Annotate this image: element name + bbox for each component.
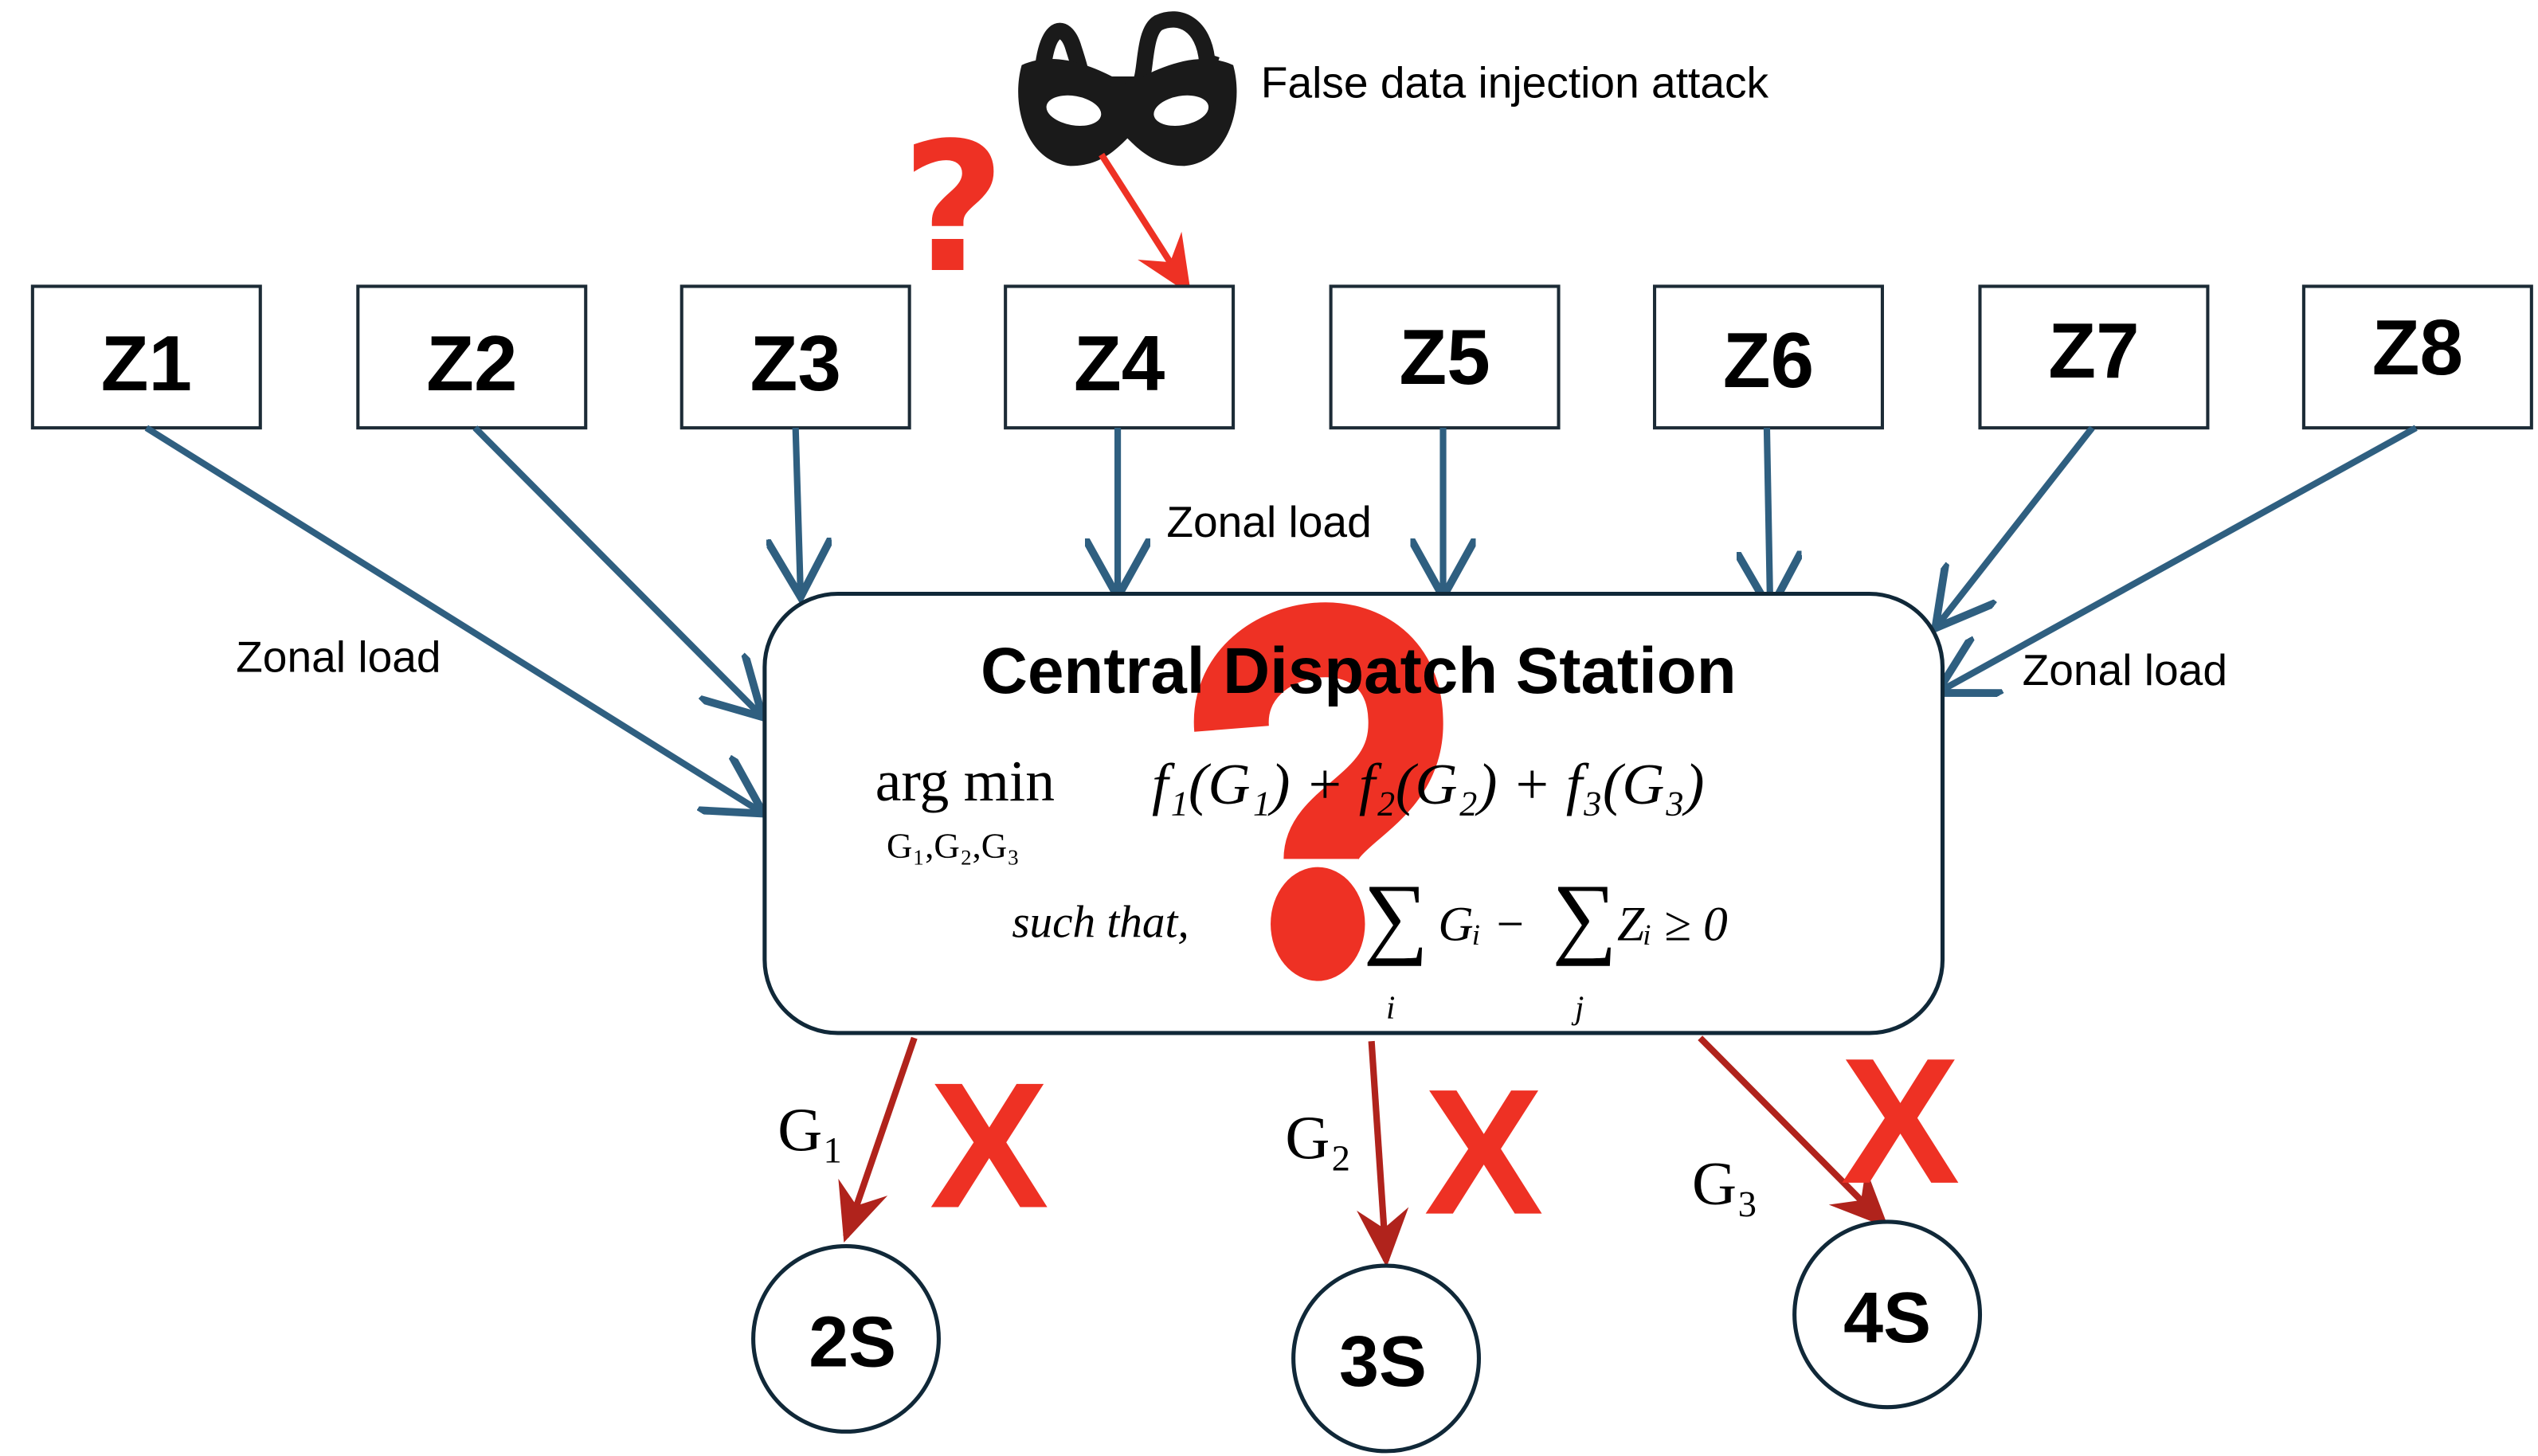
svg-text:Z6: Z6 (1723, 316, 1814, 404)
svg-text:Z4: Z4 (1074, 319, 1165, 407)
dispatch-arrow-2s (838, 1036, 918, 1243)
blocked-x-mark: X (1424, 1052, 1544, 1252)
dispatch-arrow-3s (1357, 1040, 1409, 1268)
attack-arrow (1099, 152, 1192, 296)
zonal-load-label: Zonal load (2023, 645, 2227, 695)
blocked-x-mark: X (1840, 1021, 1960, 1221)
zonal-load-label: Zonal load (1166, 497, 1371, 546)
sum-index-i: i (1386, 990, 1395, 1026)
station-title: Central Dispatch Station (981, 635, 1737, 707)
node-4s: 4S (1792, 1219, 1983, 1410)
output-label-g1: G₁ (777, 1095, 844, 1164)
zone-z8: Z8 (2301, 284, 2533, 430)
mask-icon (1018, 11, 1237, 166)
constraint-generation: Gᵢ − (1438, 898, 1526, 952)
svg-text:Z7: Z7 (2048, 307, 2139, 394)
zone-z3: Z3 (680, 284, 911, 430)
svg-text:2S: 2S (809, 1303, 896, 1383)
constraint-load: Zᵢ ≥ 0 (1617, 898, 1728, 952)
zone-z7: Z7 (1978, 284, 2210, 430)
zone-z5: Z5 (1329, 284, 1561, 430)
blocked-x-mark: X (930, 1045, 1049, 1245)
argmin-subscript: G₁,G₂,G₃ (887, 825, 1020, 865)
output-label-g2: G₂ (1285, 1103, 1351, 1172)
output-label-g3: G₃ (1692, 1149, 1758, 1217)
svg-text:Z1: Z1 (101, 319, 192, 407)
svg-text:Z2: Z2 (426, 319, 517, 407)
svg-text:3S: 3S (1339, 1322, 1427, 1402)
zone-question-mark: ? (902, 104, 1005, 312)
sum-symbol: ∑ (1363, 866, 1428, 967)
dispatch-arrow-4s (1698, 1035, 1889, 1228)
zonal-load-label: Zonal load (236, 632, 441, 682)
zone-z1: Z1 (30, 284, 262, 430)
attack-label: False data injection attack (1261, 58, 1769, 108)
svg-text:Z8: Z8 (2372, 303, 2463, 391)
zonal-load-arrows (144, 425, 2418, 810)
argmin: arg min (875, 748, 1055, 813)
zone-z6: Z6 (1652, 284, 1884, 430)
node-3s: 3S (1291, 1263, 1482, 1454)
svg-text:Z3: Z3 (750, 319, 840, 407)
objective-function: f₁(G₁) + f₂(G₂) + f₃(G₃) (1152, 751, 1705, 816)
question-mark-icon (1194, 602, 1443, 981)
node-2s: 2S (751, 1243, 941, 1434)
such-that: such that, (1012, 897, 1189, 947)
sum-index-j: j (1571, 990, 1584, 1026)
zone-z2: Z2 (356, 284, 588, 430)
svg-text:4S: 4S (1843, 1278, 1931, 1358)
sum-symbol: ∑ (1552, 866, 1617, 967)
svg-text:Z5: Z5 (1399, 313, 1490, 401)
zone-z4: Z4 (1004, 284, 1236, 430)
